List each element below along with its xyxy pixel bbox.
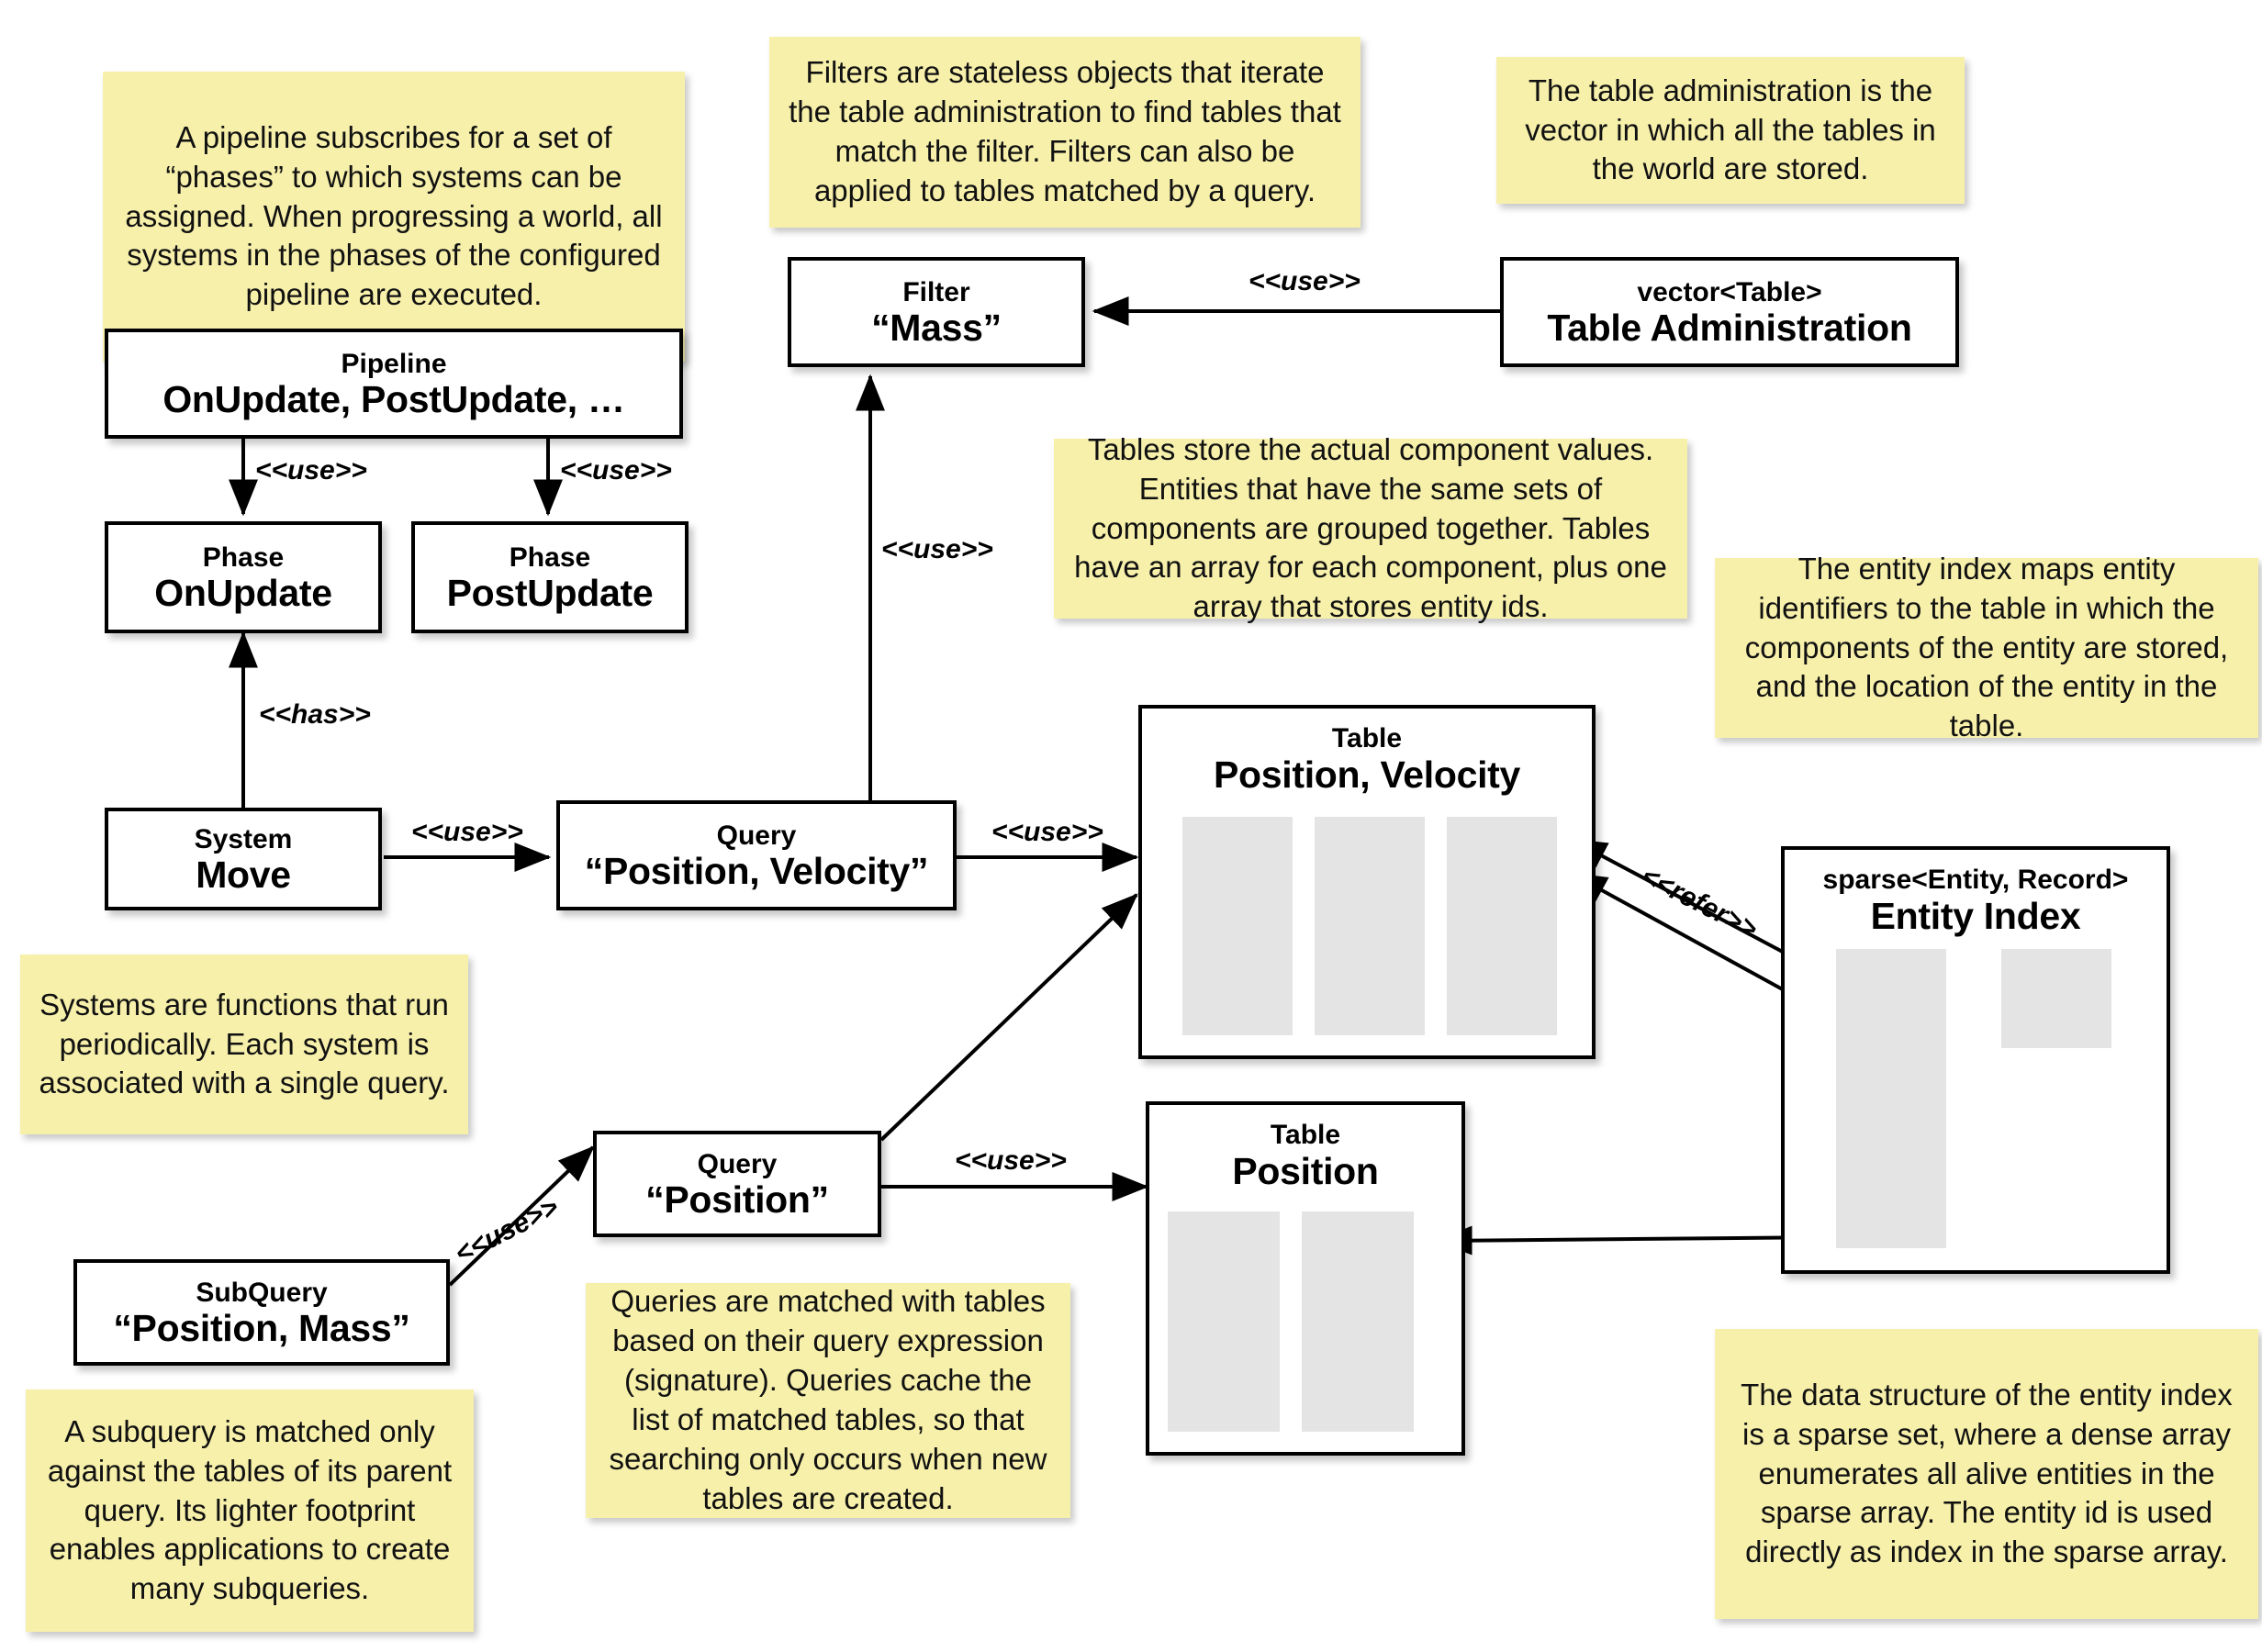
table-pv-array-column xyxy=(1447,817,1557,1035)
pipeline-name: OnUpdate, PostUpdate, … xyxy=(162,378,625,421)
note-queries: Queries are matched with tables based on… xyxy=(586,1283,1070,1518)
edge-label-pipeline-onupdate: <<use>> xyxy=(255,455,367,486)
table-admin-stereotype: vector<Table> xyxy=(1637,276,1822,307)
pipeline-stereotype: Pipeline xyxy=(341,348,447,379)
query-p-name: “Position” xyxy=(645,1178,829,1222)
entity-index-stereotype: sparse<Entity, Record> xyxy=(1822,865,2129,895)
table-p-stereotype: Table xyxy=(1270,1120,1341,1150)
edge-label-system-phase: <<has>> xyxy=(259,699,371,730)
edge-label-system-query: <<use>> xyxy=(411,817,523,847)
filter-name: “Mass” xyxy=(871,307,1002,350)
table-pv-component-arrays xyxy=(1182,817,1557,1035)
edge-entityindex-tablep xyxy=(1435,1225,1837,1256)
phase-onupdate-stereotype: Phase xyxy=(202,541,285,573)
note-entity-index-text: The entity index maps entity identifiers… xyxy=(1744,551,2229,743)
entity-index-dense-array xyxy=(2001,949,2111,1048)
note-table-admin-text: The table administration is the vector i… xyxy=(1525,73,1936,186)
table-p-array-column xyxy=(1302,1211,1414,1432)
table-pv-array-column xyxy=(1315,817,1425,1035)
edge-label-tableadmin-filter: <<use>> xyxy=(1249,266,1361,296)
edge-label-pipeline-postupdate: <<use>> xyxy=(560,455,672,486)
note-entity-index: The entity index maps entity identifiers… xyxy=(1715,552,2258,742)
subquery-name: “Position, Mass” xyxy=(113,1307,410,1350)
phase-postupdate-stereotype: Phase xyxy=(509,541,591,573)
table-pv-stereotype: Table xyxy=(1331,723,1403,753)
phase-postupdate-name: PostUpdate xyxy=(446,572,654,615)
class-box-table-administration[interactable]: vector<Table> Table Administration xyxy=(1500,257,1959,367)
note-pipeline: A pipeline subscribes for a set of “phas… xyxy=(103,72,685,362)
note-table-admin: The table administration is the vector i… xyxy=(1496,57,1965,204)
note-subquery: A subquery is matched only against the t… xyxy=(26,1390,474,1632)
table-p-component-arrays xyxy=(1168,1211,1414,1432)
filter-stereotype: Filter xyxy=(902,276,970,307)
entity-index-name: Entity Index xyxy=(1870,894,2081,937)
subquery-stereotype: SubQuery xyxy=(196,1277,328,1308)
table-admin-name: Table Administration xyxy=(1547,307,1912,350)
entity-index-sparse-array xyxy=(1836,949,1946,1248)
class-box-query-position[interactable]: Query “Position” xyxy=(593,1131,881,1237)
class-box-phase-onupdate[interactable]: Phase OnUpdate xyxy=(105,521,382,633)
edge-label-queryp-tablep: <<use>> xyxy=(955,1145,1067,1176)
class-box-system-move[interactable]: System Move xyxy=(105,808,382,910)
edge-label-querypv-tablepv: <<use>> xyxy=(991,817,1103,847)
edge-label-entityindex-tablepv: <<refer>> xyxy=(1636,860,1763,945)
note-systems: Systems are functions that run periodica… xyxy=(20,954,468,1134)
table-pv-name: Position, Velocity xyxy=(1213,753,1521,796)
query-pv-stereotype: Query xyxy=(716,820,797,851)
table-p-array-column xyxy=(1168,1211,1280,1432)
note-tables-text: Tables store the actual component values… xyxy=(1074,431,1667,624)
query-p-stereotype: Query xyxy=(697,1148,778,1179)
note-entity-index-structure: The data structure of the entity index i… xyxy=(1715,1329,2258,1619)
note-filters-text: Filters are stateless objects that itera… xyxy=(789,55,1341,207)
note-pipeline-text: A pipeline subscribes for a set of “phas… xyxy=(125,119,663,312)
table-pv-array-column xyxy=(1182,817,1293,1035)
note-queries-text: Queries are matched with tables based on… xyxy=(609,1284,1047,1515)
note-subquery-text: A subquery is matched only against the t… xyxy=(47,1413,453,1606)
table-p-name: Position xyxy=(1232,1149,1379,1192)
class-box-subquery-position-mass[interactable]: SubQuery “Position, Mass” xyxy=(73,1259,450,1366)
class-box-pipeline[interactable]: Pipeline OnUpdate, PostUpdate, … xyxy=(105,329,683,439)
system-move-stereotype: System xyxy=(194,823,293,854)
system-move-name: Move xyxy=(196,854,291,897)
query-pv-name: “Position, Velocity” xyxy=(584,850,929,893)
phase-onupdate-name: OnUpdate xyxy=(154,572,332,615)
note-tables: Tables store the actual component values… xyxy=(1054,432,1687,623)
note-entity-index-structure-text: The data structure of the entity index i… xyxy=(1741,1377,2233,1569)
note-filters: Filters are stateless objects that itera… xyxy=(769,37,1361,228)
edge-label-subquery-queryp: <<use>> xyxy=(450,1191,564,1270)
class-box-phase-postupdate[interactable]: Phase PostUpdate xyxy=(411,521,689,633)
edge-queryp-tablepv xyxy=(879,893,1138,1142)
note-systems-text: Systems are functions that run periodica… xyxy=(39,987,450,1100)
edge-label-query-filter: <<use>> xyxy=(881,534,993,564)
class-box-filter-mass[interactable]: Filter “Mass” xyxy=(788,257,1085,367)
class-box-query-position-velocity[interactable]: Query “Position, Velocity” xyxy=(556,800,957,910)
